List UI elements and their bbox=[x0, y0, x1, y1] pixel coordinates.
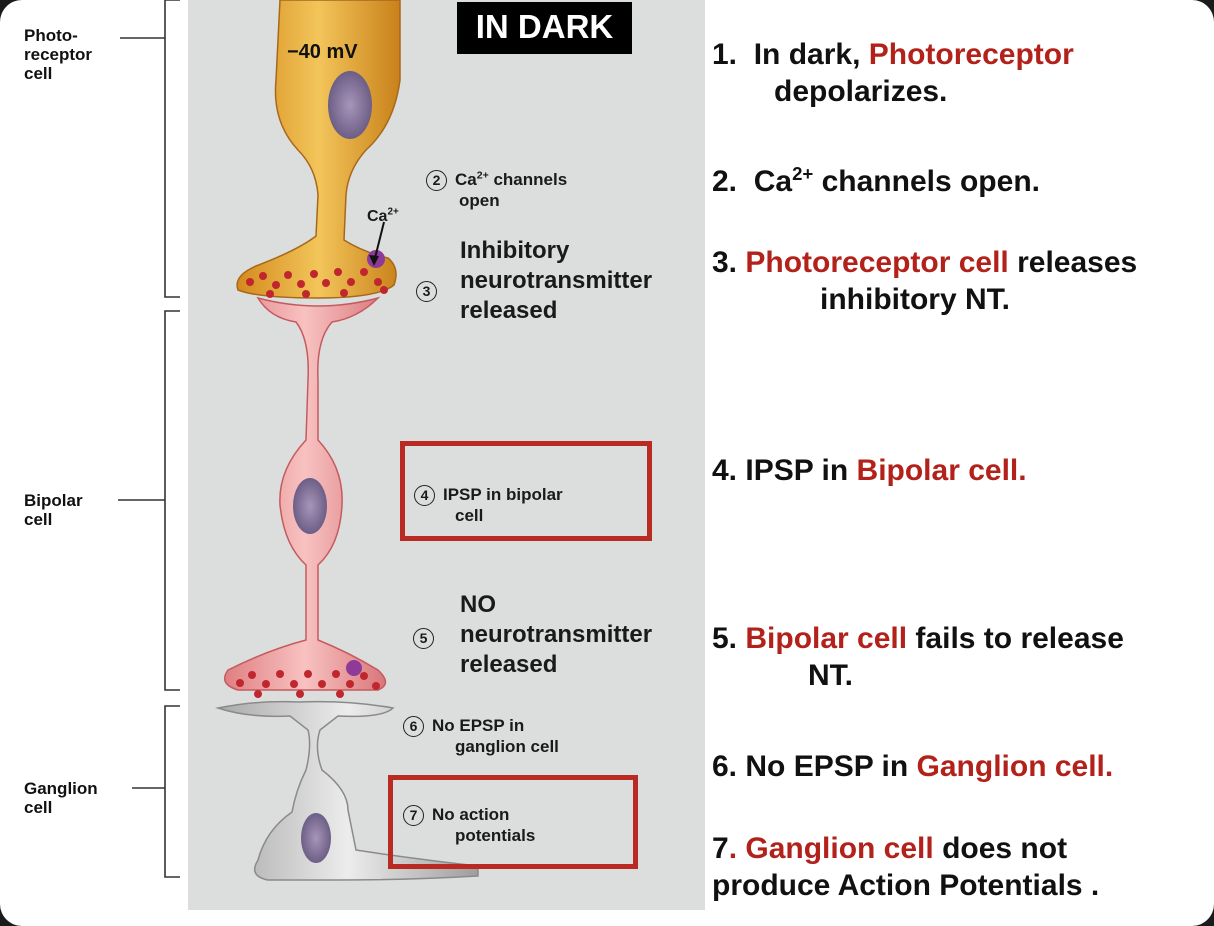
label-line: Ganglion bbox=[24, 779, 98, 798]
ganglion-bracket bbox=[164, 705, 180, 878]
annotation-text: Inhibitory bbox=[460, 237, 570, 264]
photoreceptor-vesicles bbox=[246, 268, 388, 298]
annotation-text: No action bbox=[432, 805, 510, 824]
annotation-sup: 2+ bbox=[476, 169, 489, 182]
label-line: receptor bbox=[24, 45, 93, 64]
ipsp-highlight-box bbox=[400, 441, 652, 541]
annotation-5: NO neurotransmitter released bbox=[460, 590, 652, 680]
step-text: IPSP in bbox=[745, 454, 857, 487]
membrane-potential-label: −40 mV bbox=[287, 41, 358, 63]
calcium-ion-label: Ca2+ bbox=[367, 206, 399, 226]
step-7: 7. Ganglion cell does not produce Action… bbox=[712, 830, 1099, 904]
step-text: produce Action Potentials . bbox=[712, 869, 1100, 902]
step-number: 5. bbox=[712, 622, 738, 655]
step-text: releases bbox=[1008, 246, 1138, 279]
step-text: No EPSP in bbox=[745, 750, 917, 783]
annotation-text: potentials bbox=[455, 826, 536, 846]
step-number-badge: 4 bbox=[414, 485, 435, 507]
annotation-text: No EPSP in bbox=[432, 716, 525, 735]
ion-symbol: Ca bbox=[367, 208, 388, 225]
photoreceptor-nucleus bbox=[328, 71, 372, 139]
calcium-arrow bbox=[373, 221, 385, 263]
label-line: cell bbox=[24, 510, 53, 529]
step-number-badge: 2 bbox=[426, 170, 447, 192]
bipolar-cell-label: Bipolar cell bbox=[24, 491, 83, 529]
annotation-text: ganglion cell bbox=[455, 737, 559, 757]
neuron-illustration bbox=[215, 0, 479, 881]
annotation-text: neurotransmitter bbox=[460, 621, 653, 648]
bipolar-nucleus bbox=[293, 478, 327, 534]
step-number: 6. bbox=[712, 750, 738, 783]
label-line: Photo- bbox=[24, 26, 78, 45]
annotation-text: open bbox=[459, 191, 500, 211]
step-1: 1. In dark, Photoreceptor depolarizes. bbox=[712, 36, 1074, 110]
step-6: 6. No EPSP in Ganglion cell. bbox=[712, 748, 1113, 785]
step-highlight: Photoreceptor cell bbox=[745, 246, 1009, 279]
photoreceptor-cell-label: Photo- receptor cell bbox=[24, 26, 92, 83]
annotation-text: Ca bbox=[455, 170, 477, 189]
step-text: inhibitory NT. bbox=[820, 283, 1010, 316]
step-number-badge: 7 bbox=[403, 805, 424, 827]
step-number: 3. bbox=[712, 246, 738, 279]
step-text: NT. bbox=[808, 659, 853, 692]
step-5: 5. Bipolar cell fails to release NT. bbox=[712, 620, 1124, 694]
step-text: fails to release bbox=[907, 622, 1124, 655]
step-number-badge: 6 bbox=[403, 716, 424, 738]
step-3: 3. Photoreceptor cell releases inhibitor… bbox=[712, 244, 1137, 318]
action-potential-highlight-box bbox=[388, 775, 638, 869]
bipolar-vesicles bbox=[236, 670, 380, 698]
bipolar-channel-marker bbox=[346, 660, 362, 676]
step-text: Ca bbox=[753, 165, 793, 198]
bipolar-bracket bbox=[164, 310, 180, 691]
annotation-text: channels bbox=[488, 170, 568, 189]
diagram-panel bbox=[188, 0, 705, 910]
label-line: cell bbox=[24, 64, 53, 83]
step-sup: 2+ bbox=[792, 163, 814, 184]
step-highlight: Photoreceptor bbox=[868, 38, 1074, 71]
annotation-text: released bbox=[460, 651, 558, 678]
step-2: 2. Ca2+ channels open. bbox=[712, 163, 1040, 200]
step-number: 1. bbox=[712, 38, 738, 71]
annotation-2: 2 Ca2+ channels open bbox=[426, 170, 567, 210]
annotation-text: neurotransmitter bbox=[460, 267, 653, 294]
step-text: does not bbox=[933, 832, 1068, 865]
annotation-7: 7 No action potentials bbox=[403, 805, 535, 845]
annotation-4: 4 IPSP in bipolar cell bbox=[414, 485, 563, 525]
step-highlight: . Ganglion cell bbox=[728, 832, 934, 865]
annotation-3: Inhibitory neurotransmitter released bbox=[460, 236, 652, 326]
label-line: Bipolar bbox=[24, 491, 83, 510]
step-number: 2. bbox=[712, 165, 738, 198]
annotation-text: IPSP in bipolar bbox=[443, 485, 563, 504]
photoreceptor-bracket bbox=[164, 0, 180, 298]
step-highlight: Bipolar cell bbox=[745, 622, 908, 655]
ganglion-nucleus bbox=[301, 813, 331, 863]
annotation-text: cell bbox=[455, 506, 484, 526]
step-number-badge: 5 bbox=[413, 628, 434, 649]
ion-charge: 2+ bbox=[387, 206, 399, 218]
step-4: 4. IPSP in Bipolar cell. bbox=[712, 452, 1027, 489]
step-number-badge: 3 bbox=[416, 281, 437, 302]
annotation-text: released bbox=[460, 297, 558, 324]
step-number: 7 bbox=[712, 832, 729, 865]
step-text: In dark, bbox=[753, 38, 869, 71]
step-number: 4. bbox=[712, 454, 738, 487]
title-banner: IN DARK bbox=[457, 2, 632, 54]
annotation-text: NO bbox=[460, 591, 496, 618]
step-text: channels open. bbox=[813, 165, 1040, 198]
step-highlight: Bipolar cell. bbox=[856, 454, 1027, 487]
label-line: cell bbox=[24, 798, 53, 817]
annotation-6: 6 No EPSP in ganglion cell bbox=[403, 716, 559, 756]
step-text: depolarizes. bbox=[774, 75, 948, 108]
cell-brackets bbox=[118, 0, 180, 878]
step-highlight: Ganglion cell. bbox=[916, 750, 1114, 783]
ganglion-cell-label: Ganglion cell bbox=[24, 779, 98, 817]
